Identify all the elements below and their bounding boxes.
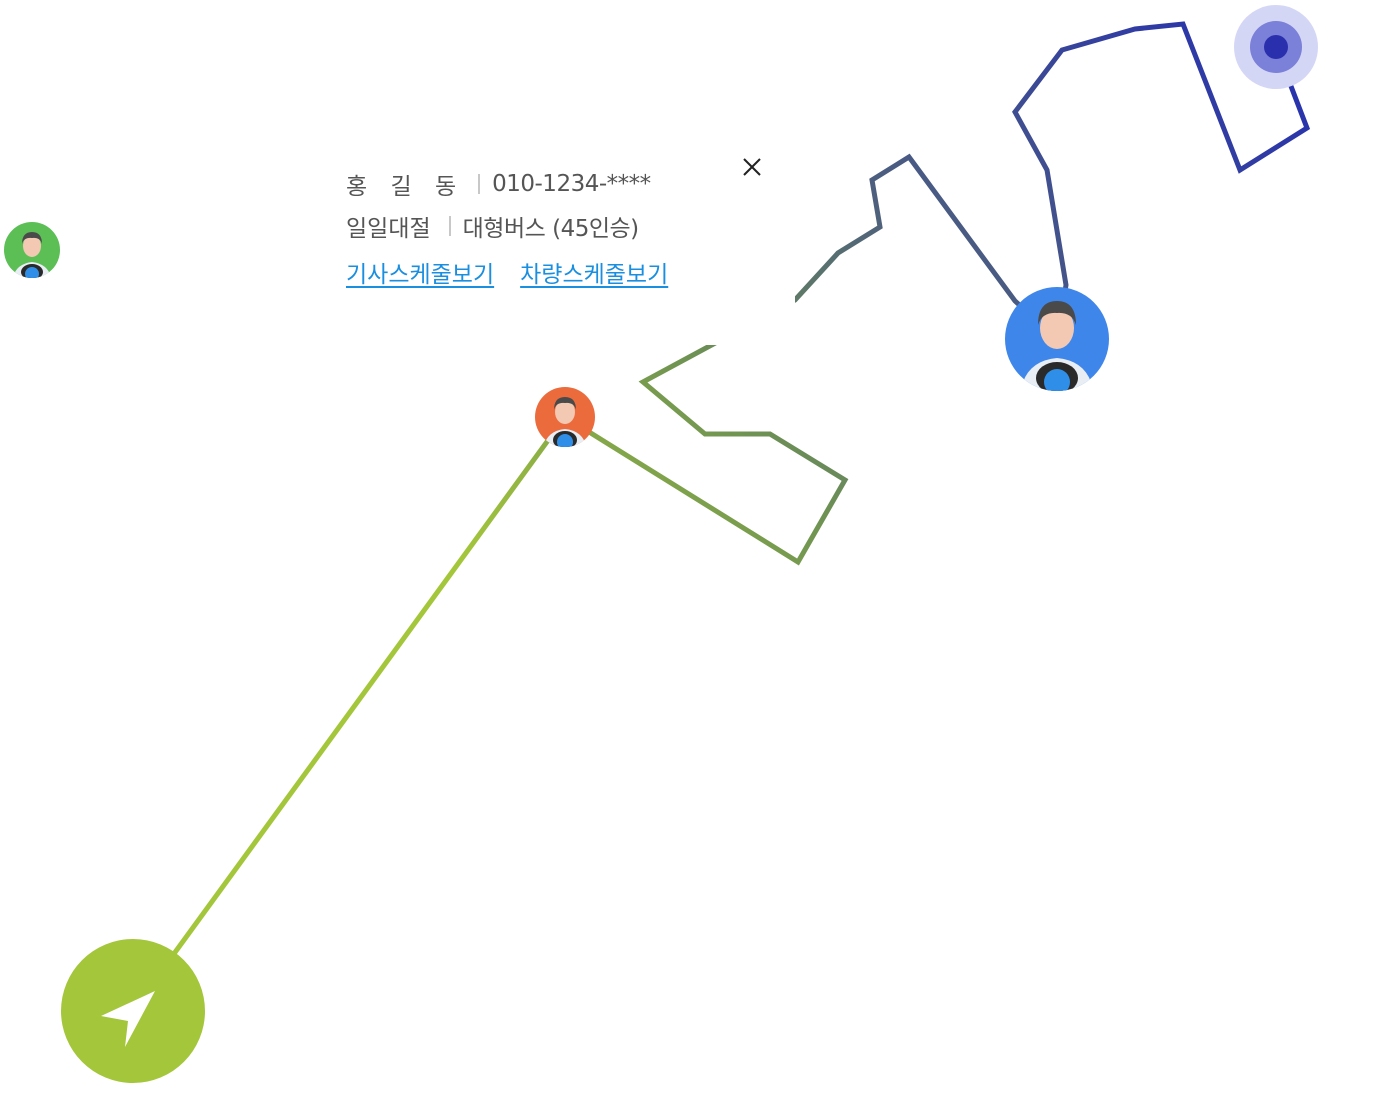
vehicle-schedule-link[interactable]: 차량스케줄보기 [520, 262, 669, 288]
driver-row: 홍 길 동 010-1234-**** [346, 167, 651, 201]
divider [478, 174, 481, 194]
driver-schedule-link[interactable]: 기사스케줄보기 [346, 262, 495, 288]
route-line [130, 21, 1311, 1012]
schedule-links: 기사스케줄보기 차량스케줄보기 [346, 255, 668, 289]
divider [448, 216, 451, 236]
navigation-arrow-icon [101, 991, 155, 1047]
close-button[interactable] [738, 153, 766, 181]
driver-avatar-icon [1020, 301, 1094, 391]
driver-marker-blue[interactable] [1005, 287, 1109, 395]
vehicle-row: 일일대절 대형버스 (45인승) [346, 209, 639, 243]
driver-marker-green[interactable] [4, 222, 60, 282]
vehicle-type: 대형버스 (45인승) [462, 216, 639, 242]
driver-name: 홍 길 동 [346, 174, 465, 200]
rental-type: 일일대절 [346, 216, 431, 242]
driver-phone: 010-1234-**** [492, 171, 651, 197]
driver-info-card: 홍 길 동 010-1234-**** 일일대절 대형버스 (45인승) 기사스… [330, 145, 795, 345]
driver-marker-orange[interactable] [535, 387, 595, 451]
start-location-button[interactable] [61, 939, 205, 1083]
destination-pin-icon[interactable] [1234, 5, 1318, 89]
close-icon [743, 158, 761, 176]
